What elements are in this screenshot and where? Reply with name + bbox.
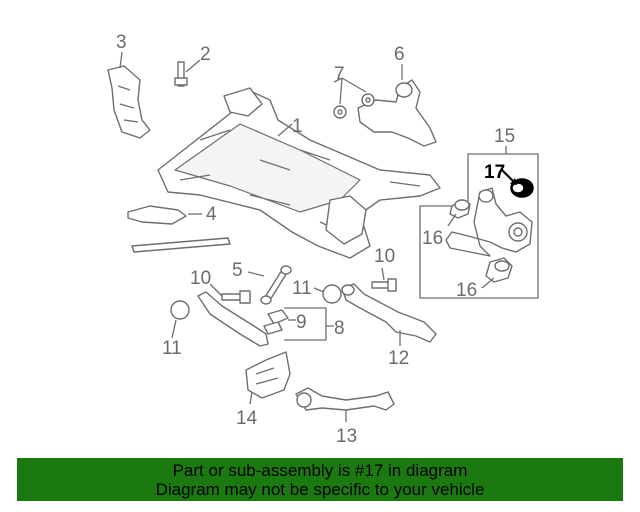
callout-13[interactable]: 13 [336, 426, 357, 447]
callout-4[interactable]: 4 [206, 204, 217, 225]
lower-arm-left[interactable] [197, 291, 269, 347]
part-13-lower-link[interactable] [295, 387, 395, 422]
knuckle[interactable] [445, 187, 533, 257]
callout-14[interactable]: 14 [236, 408, 258, 429]
part-6-upper-arm[interactable] [357, 64, 437, 147]
callout-16-lower[interactable]: 16 [456, 280, 477, 301]
callout-2[interactable]: 2 [200, 44, 211, 65]
callout-10-right[interactable]: 10 [374, 246, 395, 267]
callout-7[interactable]: 7 [334, 64, 345, 85]
part-11-plug-left[interactable] [170, 300, 190, 339]
part-8-bracket-line [284, 307, 334, 341]
banner-line-1: Part or sub-assembly is #17 in diagram [172, 461, 468, 480]
callout-11-right[interactable]: 11 [292, 278, 312, 299]
callout-17[interactable]: 17 [484, 162, 505, 183]
callout-5[interactable]: 5 [232, 260, 243, 281]
callout-6[interactable]: 6 [394, 44, 405, 65]
callout-11-left[interactable]: 11 [162, 338, 182, 359]
part-17-bushing-highlight[interactable] [501, 169, 534, 198]
callout-15[interactable]: 15 [494, 126, 515, 147]
lateral-rod[interactable] [131, 237, 231, 253]
banner-line-2: Diagram may not be specific to your vehi… [155, 480, 485, 499]
part-7-washers[interactable] [333, 77, 375, 119]
part-2-bolt[interactable] [174, 59, 201, 87]
part-1-subframe[interactable] [157, 87, 441, 259]
part-12-trailing-arm[interactable] [341, 283, 437, 346]
callout-12[interactable]: 12 [388, 348, 409, 369]
callout-9[interactable]: 9 [296, 312, 307, 333]
part-9-bushing[interactable] [263, 309, 296, 335]
callout-16-upper[interactable]: 16 [422, 228, 443, 249]
info-banner: Part or sub-assembly is #17 in diagram D… [17, 458, 623, 501]
part-11-plug-right[interactable] [313, 284, 342, 304]
callout-10-left[interactable]: 10 [190, 268, 211, 289]
part-3-bracket[interactable] [107, 51, 151, 139]
parts-diagram: 3 2 1 4 6 7 [107, 32, 539, 447]
part-16-bushing-lower[interactable] [481, 257, 513, 289]
part-10-bolt-right[interactable] [371, 267, 397, 292]
callout-8[interactable]: 8 [334, 318, 345, 339]
callout-1[interactable]: 1 [292, 116, 303, 137]
part-15-assembly-box[interactable] [419, 146, 539, 299]
part-4-bracket[interactable] [127, 205, 202, 225]
part-16-bushing-upper[interactable] [447, 199, 471, 227]
part-14-bracket[interactable] [245, 351, 291, 405]
part-10-bolt-left[interactable] [209, 283, 251, 304]
callout-3[interactable]: 3 [116, 32, 127, 53]
part-5-link[interactable] [247, 265, 292, 305]
